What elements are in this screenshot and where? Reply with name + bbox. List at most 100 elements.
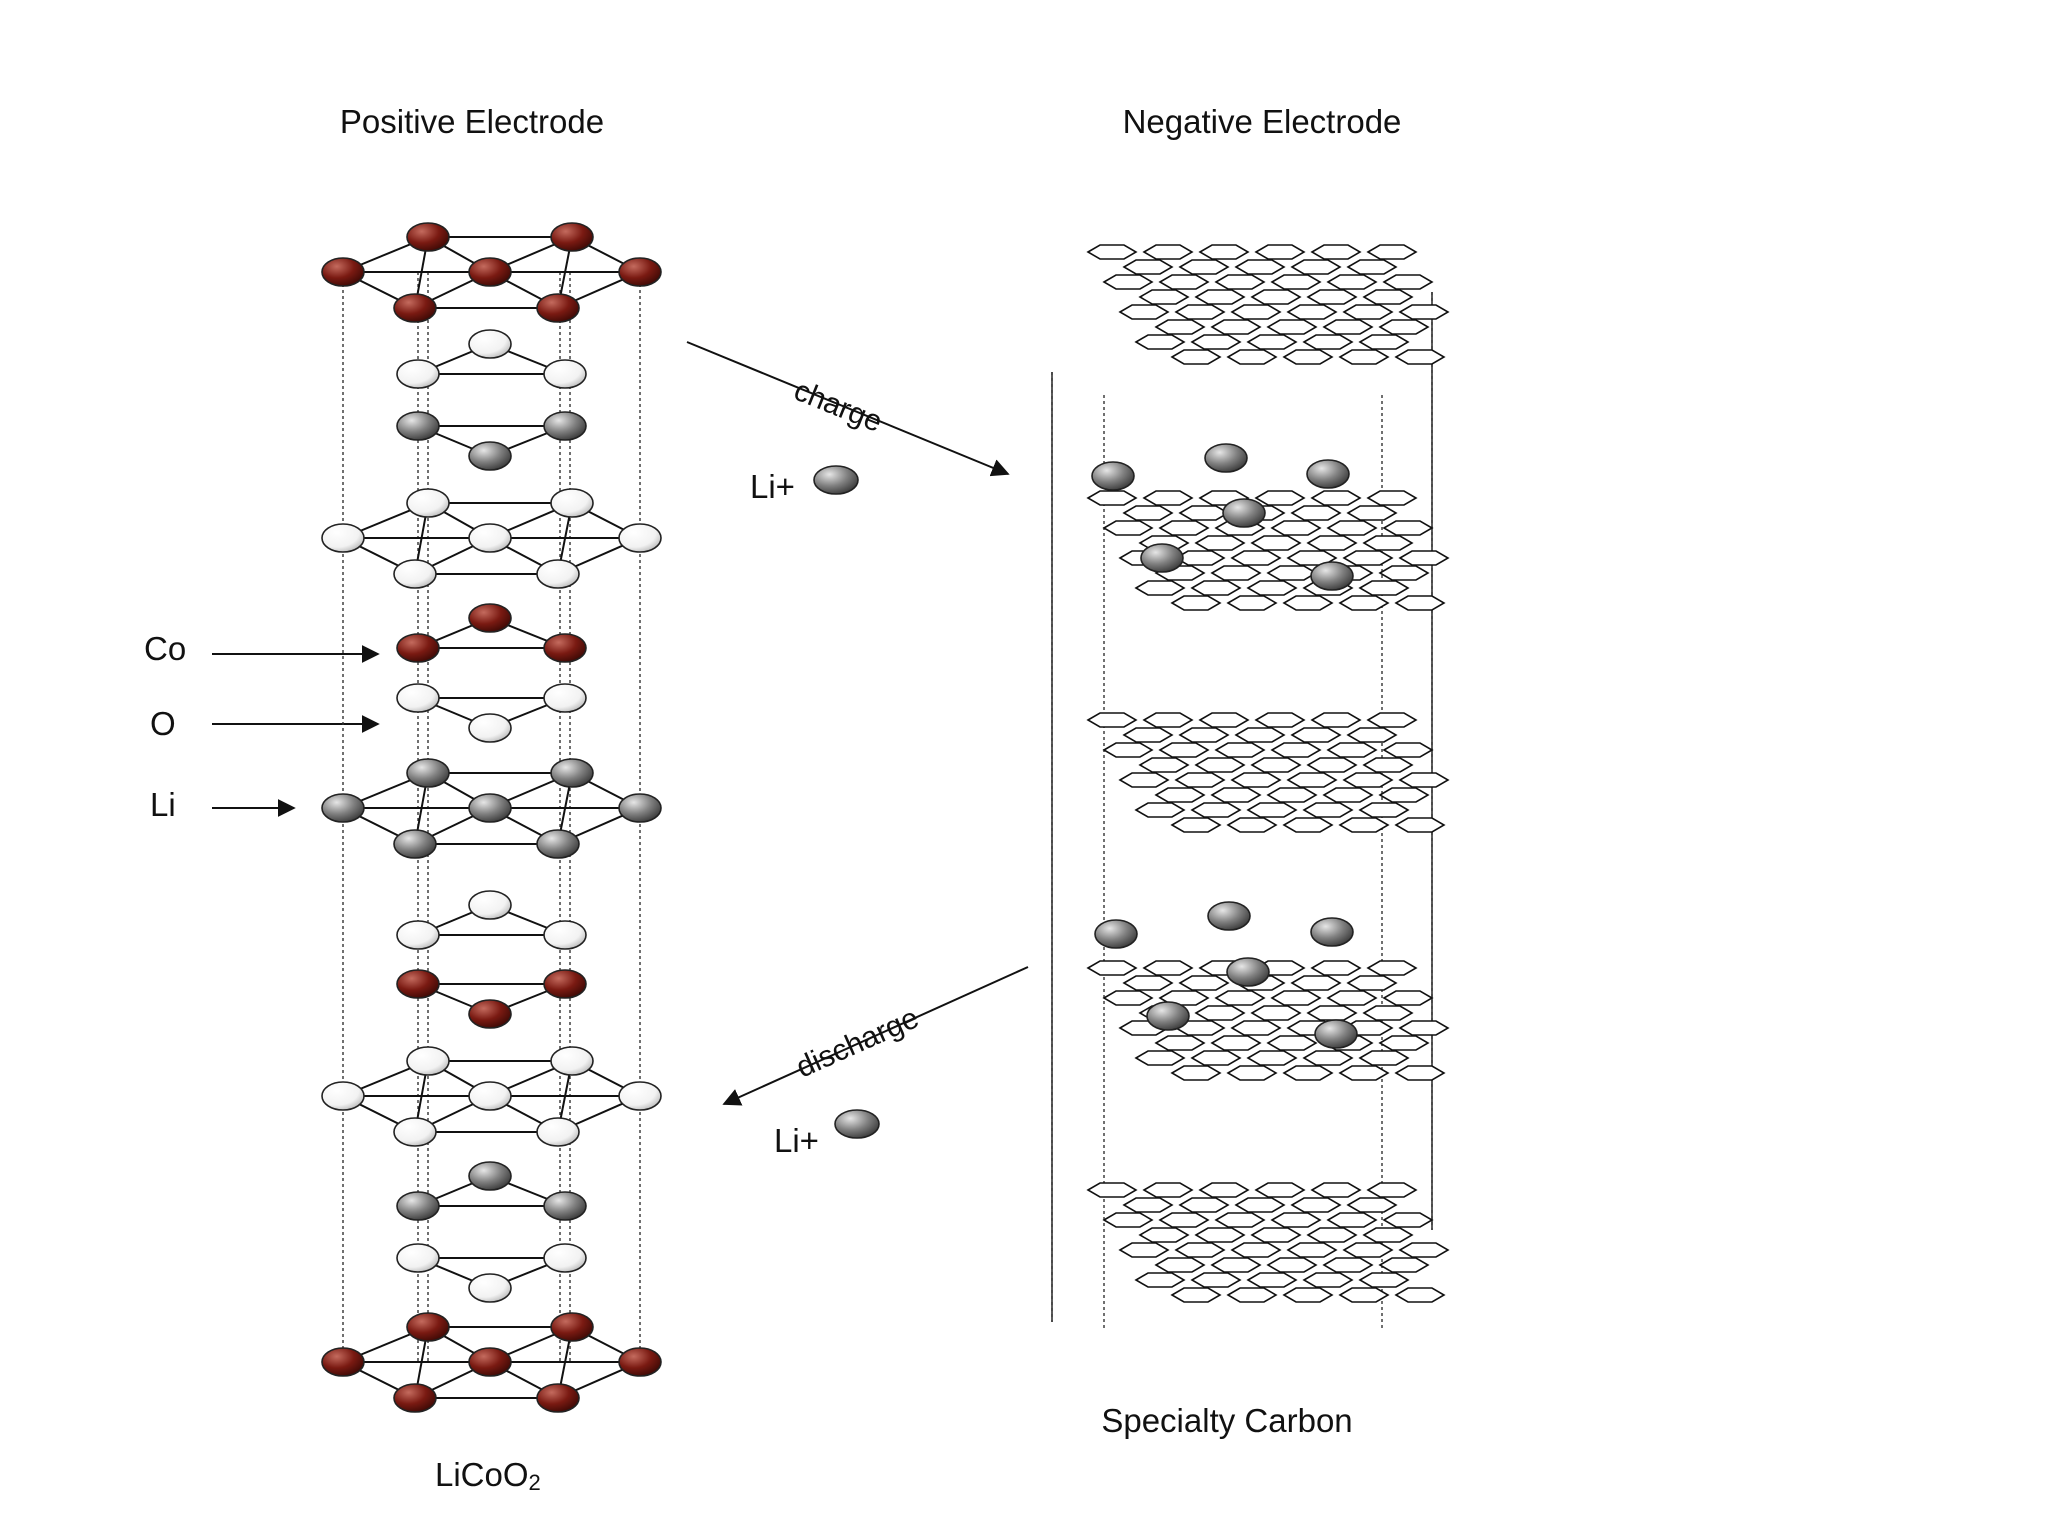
carbon-hexagon [1346,259,1398,275]
oxygen-atom [468,1273,512,1303]
atom-triangle-lithium [396,1161,587,1221]
carbon-hexagon [1234,1197,1286,1213]
carbon-hexagon [1290,975,1342,991]
carbon-hexagon [1102,742,1154,758]
carbon-hexagon [1102,1212,1154,1228]
carbon-hexagon [1134,1272,1186,1288]
carbon-hexagon [1306,757,1358,773]
carbon-hexagon [1118,304,1170,320]
oxygen-atom [396,920,440,950]
carbon-hexagon [1174,1242,1226,1258]
oxygen-atom [406,1046,450,1076]
carbon-hexagon [1230,1020,1282,1036]
carbon-hexagon [1158,742,1210,758]
cobalt-atom [543,969,587,999]
carbon-hexagon [1394,595,1446,611]
lithium-atom [536,829,580,859]
carbon-hexagon [1286,550,1338,566]
oxygen-atom [550,488,594,518]
carbon-hexagon [1138,757,1190,773]
carbon-hexagon [1394,1287,1446,1303]
carbon-hexagon [1254,490,1306,506]
carbon-hexagon [1142,490,1194,506]
carbon-hexagon [1226,595,1278,611]
carbon-hexagon [1086,1182,1138,1198]
carbon-hexagon [1190,1272,1242,1288]
carbon-hexagon [1230,550,1282,566]
carbon-hexagon [1326,742,1378,758]
atom-triangle-oxygen [396,329,587,389]
carbon-hexagon [1378,565,1430,581]
oxygen-atom [396,683,440,713]
carbon-hexagon [1194,535,1246,551]
intercalated-li-ion [1310,561,1354,591]
oxygen-atom [618,1081,662,1111]
carbon-hexagon [1306,289,1358,305]
oxygen-atom [618,523,662,553]
carbon-hexagon [1194,757,1246,773]
carbon-hexagon [1230,1242,1282,1258]
carbon-hexagon [1142,712,1194,728]
carbon-hexagon [1270,274,1322,290]
carbon-hexagon [1326,990,1378,1006]
carbon-hexagon [1362,535,1414,551]
carbon-hexagon [1122,975,1174,991]
carbon-hexagon [1194,289,1246,305]
carbon-hexagon [1326,274,1378,290]
legend-label-li: Li [150,786,176,823]
carbon-hexagon [1310,490,1362,506]
carbon-hexagon [1346,505,1398,521]
atom-triangle-cobalt [396,603,587,663]
carbon-hexagon [1250,535,1302,551]
carbon-hexagon [1394,349,1446,365]
carbon-hexagon [1246,1272,1298,1288]
intercalated-li-ion [1310,917,1354,947]
carbon-hexagon [1266,1035,1318,1051]
carbon-hexagon [1230,772,1282,788]
cobalt-atom [406,222,450,252]
carbon-hexagon [1398,304,1450,320]
intercalated-li-ion [1314,1019,1358,1049]
carbon-hexagon [1194,1005,1246,1021]
oxygen-atom [536,559,580,589]
carbon-hexagon [1214,274,1266,290]
intercalated-li-ion [1140,543,1184,573]
carbon-hexagon [1342,304,1394,320]
carbon-hexagon [1198,244,1250,260]
carbon-hexagon [1338,1065,1390,1081]
carbon-hexagon [1338,349,1390,365]
carbon-hexagon [1102,520,1154,536]
carbon-hexagon [1178,259,1230,275]
carbon-hexagon [1214,990,1266,1006]
carbon-hexagon [1398,772,1450,788]
carbon-hexagon [1118,1242,1170,1258]
carbon-hexagon [1310,712,1362,728]
carbon-hexagon [1378,1035,1430,1051]
carbon-hexagon [1178,727,1230,743]
cobalt-atom [468,603,512,633]
oxygen-atom [468,713,512,743]
atom-plane-cobalt [321,1312,662,1413]
carbon-hexagon [1158,520,1210,536]
carbon-hexagon [1362,757,1414,773]
carbon-hexagon [1322,319,1374,335]
cobalt-atom [468,257,512,287]
carbon-hexagon [1302,334,1354,350]
oxygen-atom [396,1243,440,1273]
carbon-hexagon [1122,505,1174,521]
carbon-hexagon [1366,960,1418,976]
cobalt-atom [536,293,580,323]
carbon-hexagon [1134,580,1186,596]
cobalt-atom [468,999,512,1029]
carbon-hexagon [1134,1050,1186,1066]
carbon-hexagon [1194,1227,1246,1243]
carbon-hexagon [1226,817,1278,833]
carbon-hexagon [1282,349,1334,365]
intercalated-li-ion [1306,459,1350,489]
atom-triangle-oxygen [396,683,587,743]
carbon-hexagon [1250,1227,1302,1243]
carbon-hexagon [1170,595,1222,611]
lithium-atom [468,441,512,471]
carbon-hexagon [1358,1272,1410,1288]
lithium-atom [468,793,512,823]
